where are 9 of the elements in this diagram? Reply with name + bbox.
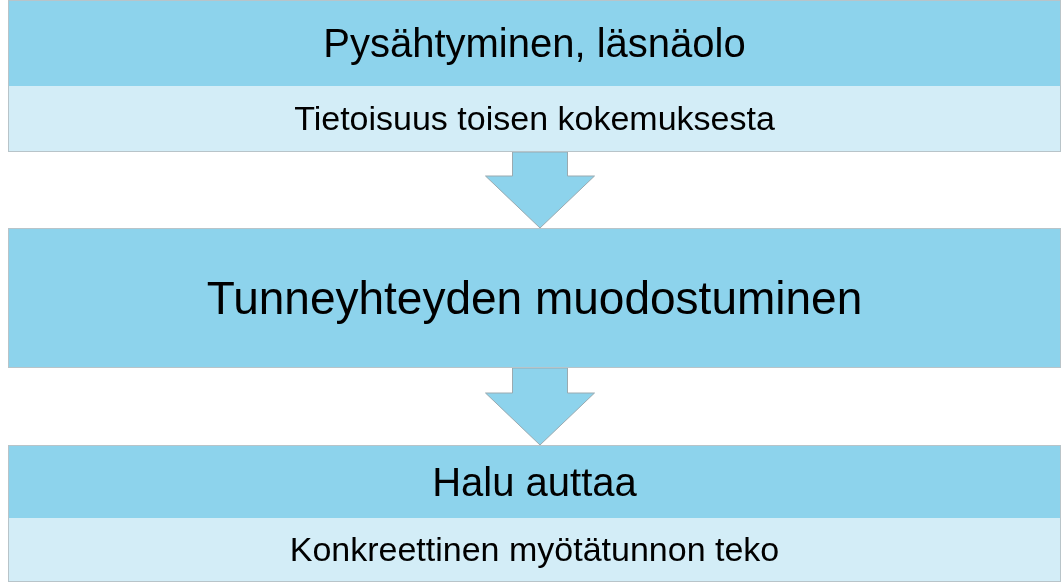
box-heading: Halu auttaa [9,446,1060,518]
box-text: Tietoisuus toisen kokemuksesta [9,86,1060,151]
process-box [8,445,1061,582]
block-arrow [485,367,595,446]
process-box [8,0,1061,152]
block-arrow [485,151,595,229]
box-text: Konkreettinen myötätunnon teko [9,518,1060,581]
box-heading: Pysähtyminen, läsnäolo [9,1,1060,86]
box-heading: Tunneyhteyden muodostuminen [9,229,1060,367]
